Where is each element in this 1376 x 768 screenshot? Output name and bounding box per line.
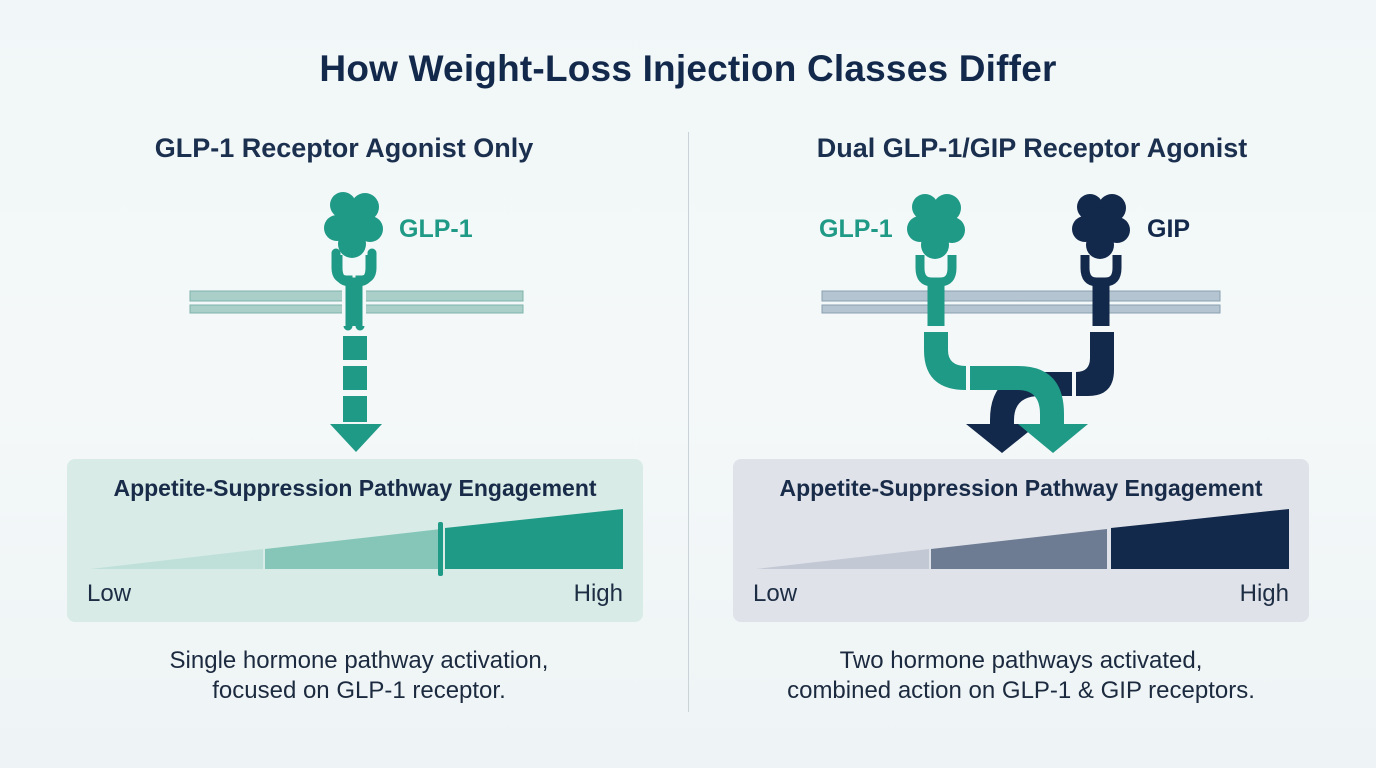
right-caption: Two hormone pathways activated, combined…	[677, 646, 1365, 706]
left-engagement-meter: Appetite-Suppression Pathway Engagement …	[67, 459, 643, 622]
left-meter-low-label: Low	[87, 580, 132, 607]
right-gip-receptor-icon	[1080, 255, 1122, 326]
left-meter-wedge	[90, 509, 623, 576]
right-glp1-receptor-icon	[915, 255, 957, 326]
left-meter-high-label: High	[573, 580, 623, 607]
page-title: How Weight-Loss Injection Classes Differ	[319, 48, 1057, 89]
left-hormone-molecule-icon	[324, 192, 383, 258]
right-meter-high-label: High	[1239, 580, 1289, 607]
left-receptor-icon	[331, 248, 377, 331]
left-caption-line-2: focused on GLP-1 receptor.	[212, 677, 506, 704]
left-meter-title: Appetite-Suppression Pathway Engagement	[113, 475, 597, 501]
right-meter-low-label: Low	[753, 580, 798, 607]
left-signal-arrow-icon	[330, 336, 382, 452]
right-path-gap	[966, 364, 970, 392]
right-meter-title: Appetite-Suppression Pathway Engagement	[779, 475, 1263, 501]
right-panel-heading: Dual GLP-1/GIP Receptor Agonist	[816, 133, 1248, 163]
right-engagement-meter: Appetite-Suppression Pathway Engagement …	[733, 459, 1309, 622]
right-gip-molecule-icon	[1072, 194, 1130, 259]
right-caption-line-2: combined action on GLP-1 & GIP receptors…	[787, 677, 1255, 704]
left-caption: Single hormone pathway activation, focus…	[15, 646, 703, 706]
left-glp1-label: GLP-1	[399, 215, 473, 243]
right-meter-wedge	[756, 509, 1289, 569]
left-caption-line-1: Single hormone pathway activation,	[169, 647, 549, 674]
right-glp1-signal-arrow-icon	[924, 332, 1088, 453]
left-panel-heading: GLP-1 Receptor Agonist Only	[154, 133, 534, 163]
right-glp1-label: GLP-1	[819, 215, 893, 243]
right-path-gap	[1072, 370, 1076, 398]
panel-divider	[688, 132, 689, 712]
left-meter-level-marker	[438, 522, 443, 576]
right-caption-line-1: Two hormone pathways activated,	[839, 647, 1203, 674]
right-gip-label: GIP	[1147, 215, 1191, 243]
right-cell-membrane	[821, 290, 1221, 314]
right-glp1-molecule-icon	[907, 194, 965, 259]
